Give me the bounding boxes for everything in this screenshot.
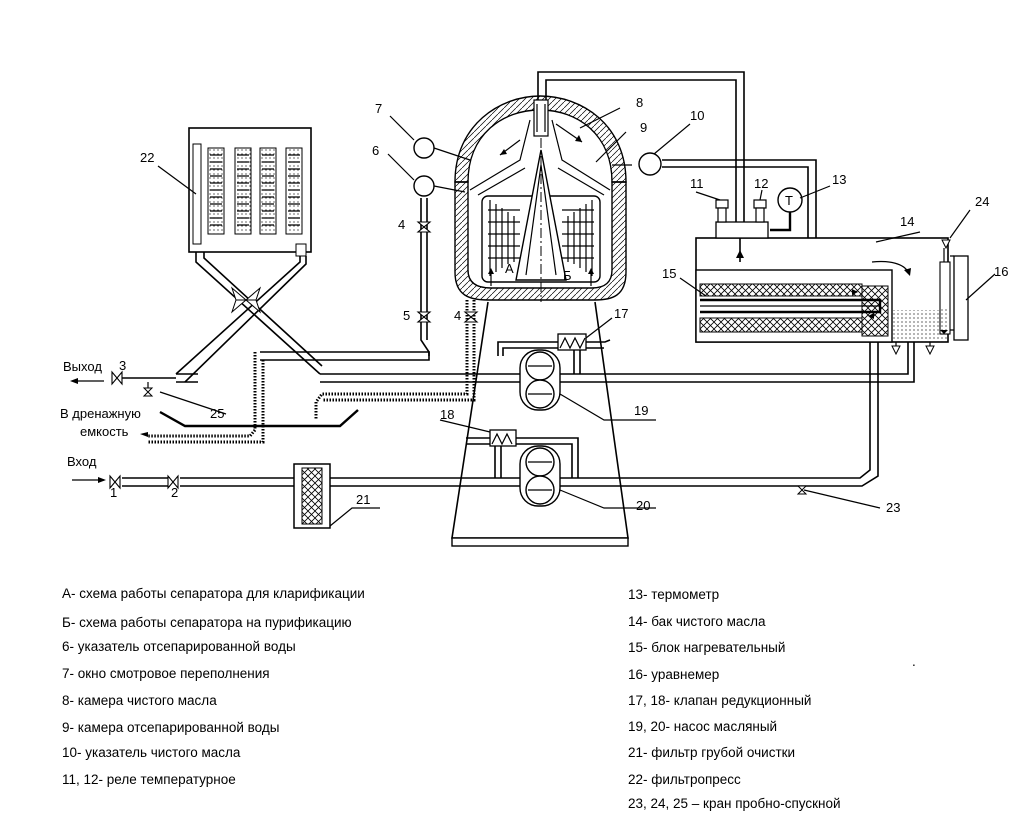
separator-bowl: А Б <box>454 95 627 302</box>
label-20: 20 <box>636 498 650 513</box>
label-15: 15 <box>662 266 676 281</box>
reducing-valve-18 <box>489 429 517 447</box>
test-cock-23 <box>796 485 808 495</box>
legend-item: 14- бак чистого масла <box>628 614 766 629</box>
label-13: 13 <box>832 172 846 187</box>
label-3: 3 <box>119 358 126 373</box>
label-19: 19 <box>634 403 648 418</box>
component-numbers: 7 6 4 5 4 8 9 10 11 12 13 14 24 16 15 17… <box>110 95 1008 515</box>
legend-item: 21- фильтр грубой очистки <box>628 745 795 760</box>
legend-item: А- схема работы сепаратора для кларифика… <box>62 586 365 601</box>
pipework <box>122 71 915 487</box>
reducing-valve-17 <box>557 333 587 351</box>
label-7: 7 <box>375 101 382 116</box>
legend-item: 8- камера чистого масла <box>62 693 217 708</box>
heating-block <box>695 269 893 343</box>
drain-label-line1: В дренажную <box>60 406 141 421</box>
label-4a: 4 <box>398 217 405 232</box>
valve-4-left <box>416 221 432 233</box>
legend-right: 13- термометр 14- бак чистого масла 15- … <box>628 587 841 811</box>
label-a: А <box>505 261 514 276</box>
label-8: 8 <box>636 95 643 110</box>
legend-item: 23, 24, 25 – кран пробно-спускной <box>628 796 841 811</box>
coarse-filter <box>293 463 331 529</box>
legend-item: 22- фильтропресс <box>628 772 741 787</box>
legend-item: 19, 20- насос масляный <box>628 719 777 734</box>
oil-pump-19 <box>519 349 561 411</box>
level-gauge <box>939 248 969 341</box>
cross-valve <box>230 286 262 314</box>
legend-item: 7- окно смотровое переполнения <box>62 666 270 681</box>
label-2: 2 <box>171 485 178 500</box>
legend-item: Б- схема работы сепаратора на пурификаци… <box>62 615 352 630</box>
valve-5 <box>416 311 432 323</box>
valve-4-right <box>463 311 479 323</box>
legend-item: 11, 12- реле температурное <box>62 772 236 787</box>
legend-item: 9- камера отсепарированной воды <box>62 720 279 735</box>
legend-item: 15- блок нагревательный <box>628 640 785 655</box>
label-21: 21 <box>356 492 370 507</box>
thermometer-label: T <box>785 193 793 208</box>
flow-arrows <box>70 378 106 483</box>
legend-item: 6- указатель отсепарированной воды <box>62 639 296 654</box>
filter-press <box>175 127 323 383</box>
legend-left: А- схема работы сепаратора для кларифика… <box>62 586 365 787</box>
label-4b: 4 <box>454 308 461 323</box>
clean-oil-indicator <box>638 152 662 176</box>
legend-item: 10- указатель чистого масла <box>62 745 241 760</box>
label-14: 14 <box>900 214 914 229</box>
label-12: 12 <box>754 176 768 191</box>
separated-water-indicator <box>413 175 435 197</box>
valve-2 <box>167 474 179 490</box>
overflow-sight-glass <box>413 137 435 159</box>
label-17: 17 <box>614 306 628 321</box>
label-10: 10 <box>690 108 704 123</box>
label-6: 6 <box>372 143 379 158</box>
label-16: 16 <box>994 264 1008 279</box>
separator-pedestal <box>451 301 629 547</box>
legend-item: 13- термометр <box>628 587 719 602</box>
drain-label-line2: емкость <box>80 424 129 439</box>
label-5: 5 <box>403 308 410 323</box>
label-1: 1 <box>110 485 117 500</box>
outlet-label: Выход <box>63 359 102 374</box>
label-24: 24 <box>975 194 989 209</box>
label-25: 25 <box>210 406 224 421</box>
oil-pump-20 <box>519 445 561 507</box>
label-23: 23 <box>886 500 900 515</box>
label-22: 22 <box>140 150 154 165</box>
clean-oil-tank: T <box>695 187 969 356</box>
disc-stack-left <box>488 200 520 276</box>
filter-plates <box>207 147 303 235</box>
label-b: Б <box>563 268 572 283</box>
stray-mark: . <box>912 654 916 669</box>
test-cock-25 <box>142 382 154 397</box>
valve-3 <box>111 370 123 386</box>
label-11: 11 <box>690 176 704 191</box>
leader-lines <box>157 107 996 527</box>
label-9: 9 <box>640 120 647 135</box>
inlet-label: Вход <box>67 454 97 469</box>
valve-1 <box>109 474 121 490</box>
legend-item: 16- уравнемер <box>628 667 719 682</box>
disc-stack-right <box>562 200 594 276</box>
legend-item: 17, 18- клапан редукционный <box>628 693 811 708</box>
label-18: 18 <box>440 407 454 422</box>
